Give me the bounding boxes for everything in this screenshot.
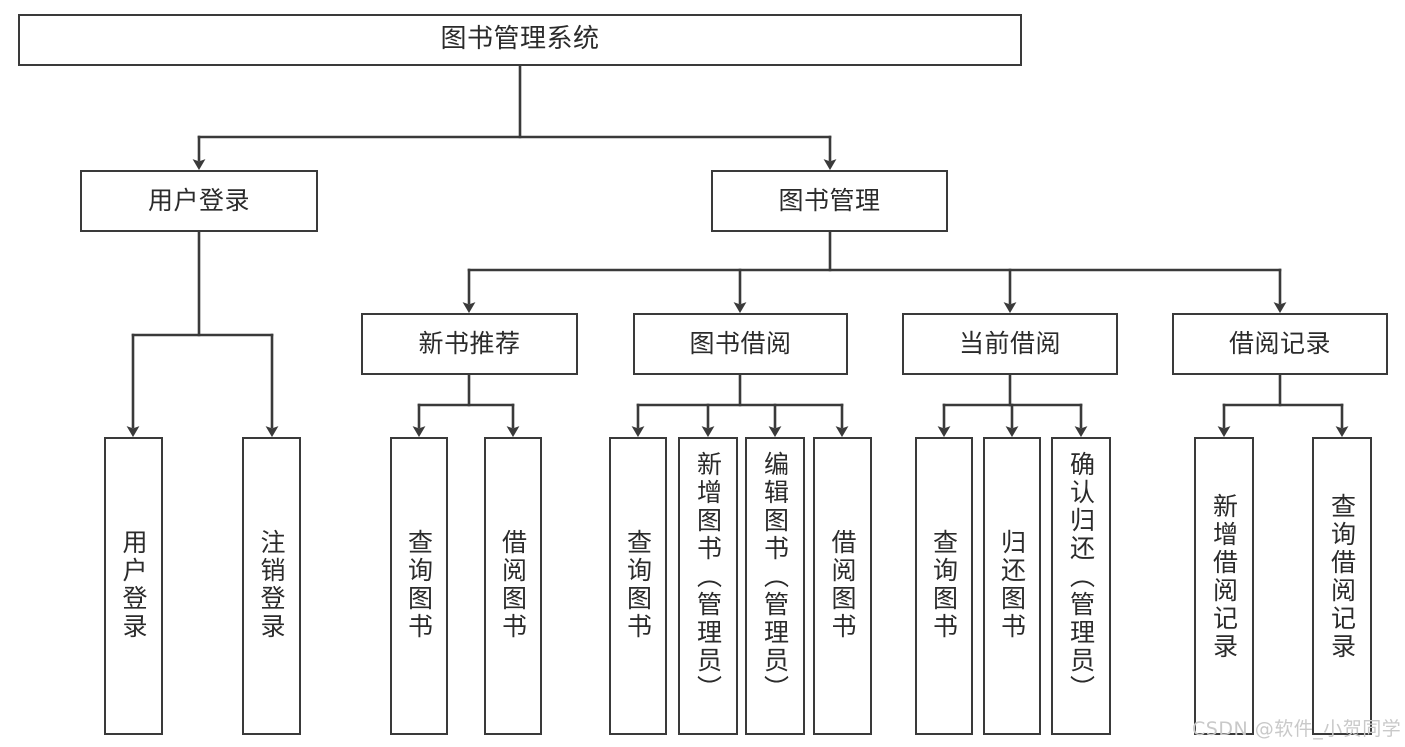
node-leaf-add-borrow-record[interactable]: 新增借阅记录 <box>1194 437 1254 735</box>
node-root-system[interactable]: 图书管理系统 <box>18 14 1022 66</box>
node-leaf-query-book-borrow[interactable]: 查询图书 <box>609 437 667 735</box>
node-leaf-add-borrow-record-label: 新增借阅记录 <box>1209 493 1239 661</box>
node-book-manage[interactable]: 图书管理 <box>711 170 948 232</box>
node-leaf-query-book-borrow-label: 查询图书 <box>623 529 653 641</box>
node-leaf-query-borrow-record[interactable]: 查询借阅记录 <box>1312 437 1372 735</box>
node-leaf-user-login[interactable]: 用户登录 <box>104 437 163 735</box>
node-leaf-edit-book-admin-label: 编辑图书（管理员） <box>760 451 790 703</box>
node-user-login-label: 用户登录 <box>147 186 250 215</box>
node-leaf-borrow-book-rec-label: 借阅图书 <box>498 529 528 641</box>
node-leaf-return-book-label: 归还图书 <box>997 529 1027 641</box>
node-current-borrow[interactable]: 当前借阅 <box>902 313 1118 375</box>
node-new-book-recommend-label: 新书推荐 <box>418 329 521 358</box>
node-book-borrow[interactable]: 图书借阅 <box>633 313 848 375</box>
node-leaf-add-book-admin-label: 新增图书（管理员） <box>693 451 723 703</box>
node-leaf-logout-login[interactable]: 注销登录 <box>242 437 301 735</box>
node-leaf-confirm-return-admin-label: 确认归还（管理员） <box>1066 451 1096 703</box>
node-user-login[interactable]: 用户登录 <box>80 170 318 232</box>
node-leaf-return-book[interactable]: 归还图书 <box>983 437 1041 735</box>
node-leaf-query-book-current[interactable]: 查询图书 <box>915 437 973 735</box>
node-root-label: 图书管理系统 <box>440 24 600 55</box>
node-leaf-add-book-admin[interactable]: 新增图书（管理员） <box>678 437 738 735</box>
node-leaf-query-book-rec-label: 查询图书 <box>404 529 434 641</box>
node-leaf-logout-login-label: 注销登录 <box>257 529 286 641</box>
node-leaf-borrow-book-rec[interactable]: 借阅图书 <box>484 437 542 735</box>
node-new-book-recommend[interactable]: 新书推荐 <box>361 313 578 375</box>
node-borrow-record-label: 借阅记录 <box>1228 329 1331 358</box>
node-leaf-query-borrow-record-label: 查询借阅记录 <box>1327 493 1357 661</box>
node-book-borrow-label: 图书借阅 <box>689 329 792 358</box>
node-leaf-edit-book-admin[interactable]: 编辑图书（管理员） <box>745 437 805 735</box>
node-leaf-query-book-rec[interactable]: 查询图书 <box>390 437 448 735</box>
node-leaf-user-login-label: 用户登录 <box>119 529 148 641</box>
node-leaf-query-book-current-label: 查询图书 <box>929 529 959 641</box>
node-borrow-record[interactable]: 借阅记录 <box>1172 313 1388 375</box>
node-book-manage-label: 图书管理 <box>778 186 881 215</box>
node-leaf-confirm-return-admin[interactable]: 确认归还（管理员） <box>1051 437 1111 735</box>
csdn-watermark: CSDN @软件_小贺同学 <box>1192 718 1402 740</box>
node-leaf-borrow-book[interactable]: 借阅图书 <box>813 437 872 735</box>
node-leaf-borrow-book-label: 借阅图书 <box>828 529 857 641</box>
node-current-borrow-label: 当前借阅 <box>958 329 1061 358</box>
